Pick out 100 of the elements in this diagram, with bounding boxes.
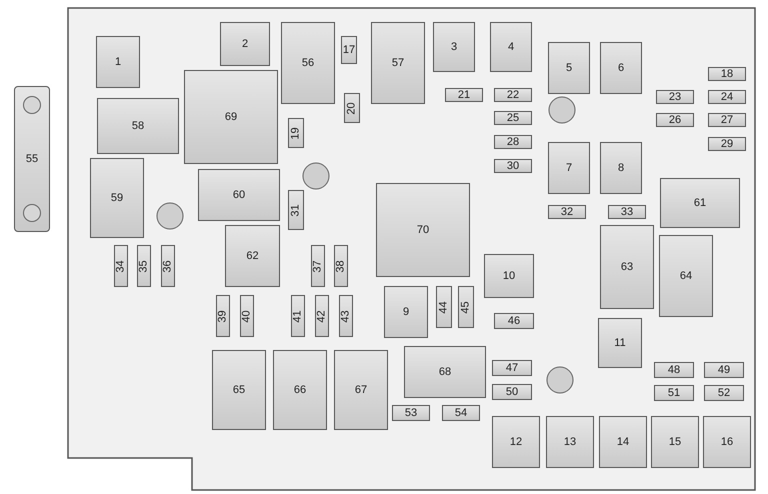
relay-block bbox=[651, 416, 699, 468]
fuse-number: 63 bbox=[620, 262, 634, 272]
mini-fuse bbox=[161, 245, 175, 287]
relay-block bbox=[433, 22, 475, 72]
relay-block bbox=[212, 350, 266, 430]
fuse-number: 25 bbox=[506, 112, 520, 124]
fuse-number: 66 bbox=[294, 384, 306, 396]
mini-fuse bbox=[458, 286, 474, 328]
fuse-number: 34 bbox=[116, 260, 126, 272]
fuse-number: 29 bbox=[720, 138, 734, 150]
relay-block bbox=[220, 22, 270, 66]
fuse-number: 67 bbox=[354, 384, 368, 396]
mini-fuse bbox=[708, 137, 746, 151]
fuse-number: 23 bbox=[668, 92, 682, 102]
fuse-number: 20 bbox=[346, 102, 358, 114]
mini-fuse bbox=[654, 362, 694, 378]
relay-block bbox=[96, 36, 140, 88]
fuse-number: 4 bbox=[508, 42, 514, 52]
fuse-number: 2 bbox=[242, 38, 248, 50]
relay-block bbox=[273, 350, 327, 430]
relay-block bbox=[599, 416, 647, 468]
fuse-number: 36 bbox=[162, 260, 174, 272]
fuse-number: 54 bbox=[454, 408, 468, 418]
mini-fuse bbox=[656, 90, 694, 104]
fuse-number: 30 bbox=[506, 160, 520, 172]
fuse-number: 53 bbox=[404, 408, 418, 418]
mini-fuse bbox=[494, 88, 532, 102]
fuse-number: 17 bbox=[342, 44, 356, 56]
fuse-number: 45 bbox=[460, 300, 472, 314]
fuse-number: 32 bbox=[560, 206, 574, 218]
fuse-number: 46 bbox=[508, 316, 520, 326]
fuse-number: 27 bbox=[720, 114, 734, 126]
mini-fuse bbox=[344, 93, 360, 123]
mini-fuse bbox=[494, 159, 532, 173]
relay-block bbox=[184, 70, 278, 164]
fuse-number: 41 bbox=[292, 310, 304, 322]
fuse-number: 58 bbox=[132, 120, 144, 132]
mini-fuse bbox=[288, 190, 304, 230]
fuse-number: 61 bbox=[694, 198, 706, 208]
fuse-number: 70 bbox=[416, 224, 430, 236]
relay-block bbox=[376, 183, 470, 277]
fuse-number: 37 bbox=[312, 260, 324, 272]
relay-block bbox=[334, 350, 388, 430]
fuse-number: 5 bbox=[566, 62, 572, 74]
mini-fuse bbox=[137, 245, 151, 287]
mini-fuse bbox=[114, 245, 128, 287]
fuse-number: 57 bbox=[392, 58, 404, 68]
fuse-number: 13 bbox=[564, 436, 576, 448]
relay-block bbox=[281, 22, 335, 104]
mini-fuse bbox=[240, 295, 254, 337]
fuse-number: 48 bbox=[668, 364, 680, 376]
relay-block bbox=[484, 254, 534, 298]
mini-fuse bbox=[334, 245, 348, 287]
fuse-number: 21 bbox=[458, 90, 470, 100]
fuse-number: 24 bbox=[720, 92, 734, 102]
fuse-number: 3 bbox=[450, 42, 458, 52]
mini-fuse bbox=[708, 113, 746, 127]
mini-fuse bbox=[656, 113, 694, 127]
fuse-number: 39 bbox=[218, 310, 228, 322]
fuse-number: 50 bbox=[506, 386, 518, 398]
fuse-number: 11 bbox=[614, 338, 626, 348]
fuse-number: 44 bbox=[438, 300, 450, 314]
fuse-number: 51 bbox=[668, 388, 680, 398]
relay-block bbox=[97, 98, 179, 154]
relay-block bbox=[600, 42, 642, 94]
fuse-number: 33 bbox=[620, 206, 634, 218]
fuse-number: 43 bbox=[340, 310, 352, 322]
relay-block bbox=[384, 286, 428, 338]
mini-fuse bbox=[494, 111, 532, 125]
fuse-number: 8 bbox=[618, 162, 624, 174]
fuse-number: 10 bbox=[502, 270, 516, 282]
relay-block bbox=[198, 169, 280, 221]
fuse-number: 15 bbox=[668, 436, 682, 448]
mini-fuse bbox=[311, 245, 325, 287]
relay-block bbox=[225, 225, 280, 287]
fuse-number: 64 bbox=[680, 270, 692, 282]
fuse-number: 59 bbox=[110, 192, 124, 204]
relay-block bbox=[600, 225, 654, 309]
fuse-number: 12 bbox=[510, 436, 522, 448]
relay-block bbox=[90, 158, 144, 238]
fuse-number: 52 bbox=[718, 388, 730, 398]
mini-fuse bbox=[288, 118, 304, 148]
mini-fuse bbox=[442, 405, 480, 421]
mini-fuse bbox=[392, 405, 430, 421]
mini-fuse bbox=[494, 135, 532, 149]
fuse-number: 49 bbox=[718, 364, 730, 376]
fuse-number: 6 bbox=[618, 62, 624, 74]
relay-block bbox=[492, 416, 540, 468]
fuse-number: 40 bbox=[242, 310, 252, 322]
relay-block bbox=[659, 235, 713, 317]
relay-block bbox=[404, 346, 486, 398]
relay-block bbox=[600, 142, 642, 194]
fuse-number: 42 bbox=[316, 310, 328, 322]
maxi-fuse bbox=[14, 86, 50, 232]
relay-block bbox=[341, 36, 357, 64]
mini-fuse bbox=[492, 384, 532, 400]
fuse-number: 55 bbox=[26, 154, 38, 164]
fuse-number: 69 bbox=[224, 112, 238, 122]
fuse-number: 65 bbox=[232, 384, 246, 396]
mini-fuse bbox=[708, 90, 746, 104]
